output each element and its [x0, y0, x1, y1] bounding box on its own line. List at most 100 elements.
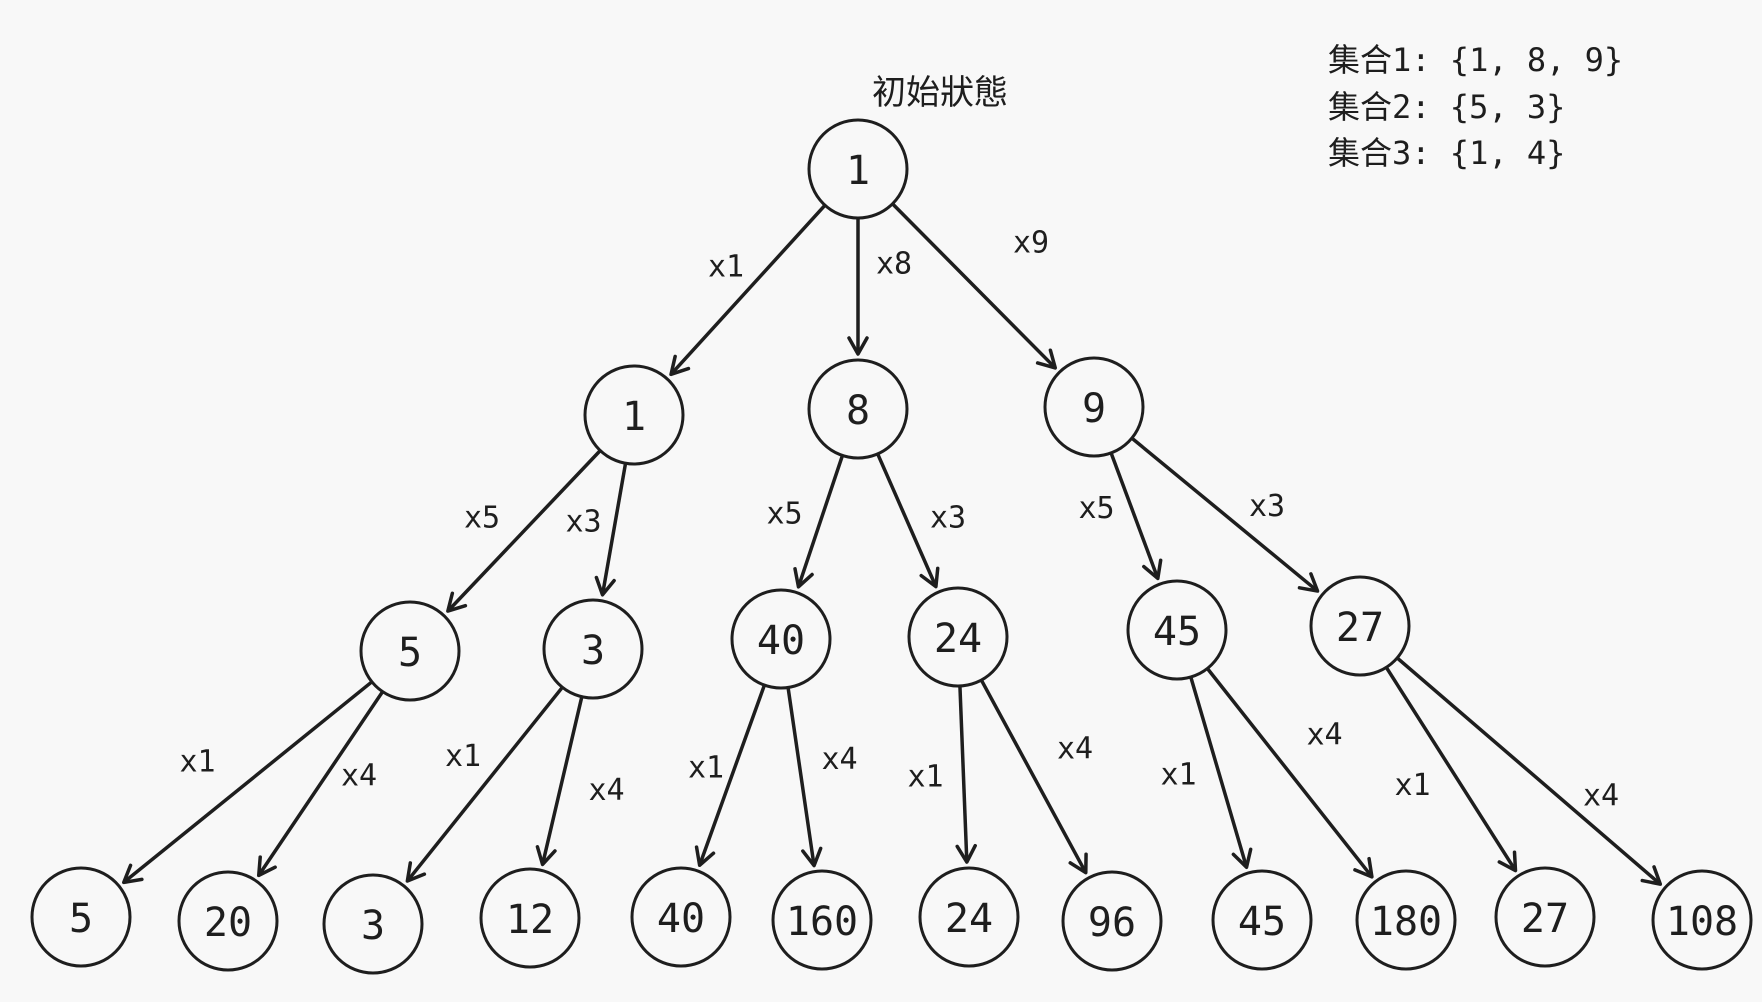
edge-root-to-l1-c: x9 [891, 203, 1058, 370]
arrowhead-icon [1297, 572, 1320, 593]
node-circle [359, 600, 461, 702]
arrowhead-icon [919, 566, 940, 589]
node-value: 108 [1666, 899, 1738, 945]
tree-node-l2-a: 5 [359, 600, 461, 702]
tree-node-l1-c: 9 [1043, 356, 1145, 458]
node-circle [1126, 579, 1228, 681]
edge-l1-b-to-l2-d: x3 [876, 454, 966, 589]
edge-label: x1 [445, 739, 481, 774]
arrowhead-icon [1231, 847, 1253, 869]
node-circle [1494, 866, 1596, 968]
node-circle [177, 870, 279, 972]
edge-l2-b-to-l3-d: x4 [535, 697, 625, 867]
node-value: 9 [1082, 386, 1106, 432]
node-circle [322, 873, 424, 975]
arrowhead-icon [955, 843, 977, 864]
node-circle [583, 364, 685, 466]
arrowhead-icon [1142, 558, 1163, 581]
tree-node-l3-g: 24 [918, 866, 1020, 968]
node-value: 180 [1370, 899, 1442, 945]
edge-line [600, 463, 628, 596]
edge-l1-a-to-l2-a: x5 [446, 450, 601, 613]
edge-label: x1 [179, 745, 215, 780]
node-circle [1043, 356, 1145, 458]
arrowhead-icon [1353, 856, 1374, 879]
tree-node-l1-b: 8 [807, 358, 909, 460]
edge-line [122, 681, 373, 884]
arrowhead-icon [594, 575, 616, 597]
node-value: 24 [945, 896, 993, 942]
node-value: 1 [846, 148, 870, 194]
node-circle [542, 598, 644, 700]
node-circle [1355, 869, 1457, 971]
edge-line [1109, 453, 1160, 580]
edge-label: x5 [464, 501, 500, 536]
tree-node-root: 1 [807, 118, 909, 220]
diagram-title: 初始狀態 [872, 73, 1008, 113]
node-value: 45 [1153, 609, 1201, 655]
edge-root-to-l1-b: x8 [847, 219, 912, 356]
edge-l2-f-to-l3-l: x4 [1396, 657, 1663, 886]
edge-line [1131, 437, 1319, 593]
node-value: 40 [757, 618, 805, 664]
node-circle [907, 586, 1009, 688]
edge-l2-c-to-l3-f: x4 [786, 688, 858, 868]
node-value: 27 [1336, 605, 1384, 651]
node-value: 160 [786, 899, 858, 945]
edge-l2-a-to-l3-b: x4 [256, 691, 384, 878]
edge-l2-e-to-l3-j: x4 [1206, 668, 1374, 879]
edge-line [786, 688, 816, 866]
node-value: 5 [398, 630, 422, 676]
arrowhead-icon [122, 863, 144, 885]
tree-node-l3-i: 45 [1211, 869, 1313, 971]
node-circle [479, 867, 581, 969]
node-circle [1211, 869, 1313, 971]
edge-line [1396, 657, 1662, 886]
edge-label: x1 [1160, 758, 1196, 793]
tree-node-l3-b: 20 [177, 870, 279, 972]
node-value: 1 [622, 394, 646, 440]
arrowhead-icon [1068, 852, 1088, 875]
edge-l1-b-to-l2-c: x5 [766, 455, 844, 589]
arrowhead-icon [446, 591, 468, 613]
arrowhead-icon [1497, 850, 1518, 873]
edge-label: x3 [565, 505, 601, 540]
edge-line [796, 455, 844, 588]
edge-label: x1 [1394, 768, 1430, 803]
node-circle [918, 866, 1020, 968]
edge-label: x3 [930, 501, 966, 536]
node-value: 5 [69, 896, 93, 942]
arrowhead-icon [1640, 865, 1663, 886]
node-circle [807, 358, 909, 460]
edge-label: x8 [876, 247, 912, 282]
arrowhead-icon [535, 845, 557, 867]
arrowhead-icon [256, 855, 277, 878]
tree-node-l3-f: 160 [771, 869, 873, 971]
edge-l2-d-to-l3-h: x4 [980, 680, 1093, 875]
tree-node-l3-k: 27 [1494, 866, 1596, 968]
edge-label: x4 [1057, 732, 1093, 767]
tree-node-l3-e: 40 [630, 866, 732, 968]
node-value: 96 [1088, 900, 1136, 946]
sets-legend: 集合1: {1, 8, 9} 集合2: {5, 3} 集合3: {1, 4} [1328, 41, 1623, 172]
edge-l2-c-to-l3-e: x1 [688, 685, 766, 867]
edge-label: x1 [708, 250, 744, 285]
edge-label: x4 [341, 759, 377, 794]
node-value: 3 [361, 903, 385, 949]
edge-line [540, 697, 584, 865]
tree-node-l3-j: 180 [1355, 869, 1457, 971]
tree-node-l3-l: 108 [1651, 869, 1753, 971]
set-line-3: 集合3: {1, 4} [1328, 134, 1565, 172]
arrowhead-icon [405, 861, 427, 883]
set-line-1: 集合1: {1, 8, 9} [1328, 41, 1623, 79]
edge-l2-d-to-l3-g: x1 [907, 686, 977, 864]
edge-line [446, 450, 601, 613]
edge-line [958, 686, 969, 863]
node-value: 24 [934, 616, 982, 662]
node-circle [730, 588, 832, 690]
edge-label: x9 [1013, 226, 1049, 261]
edge-label: x5 [1078, 491, 1114, 526]
